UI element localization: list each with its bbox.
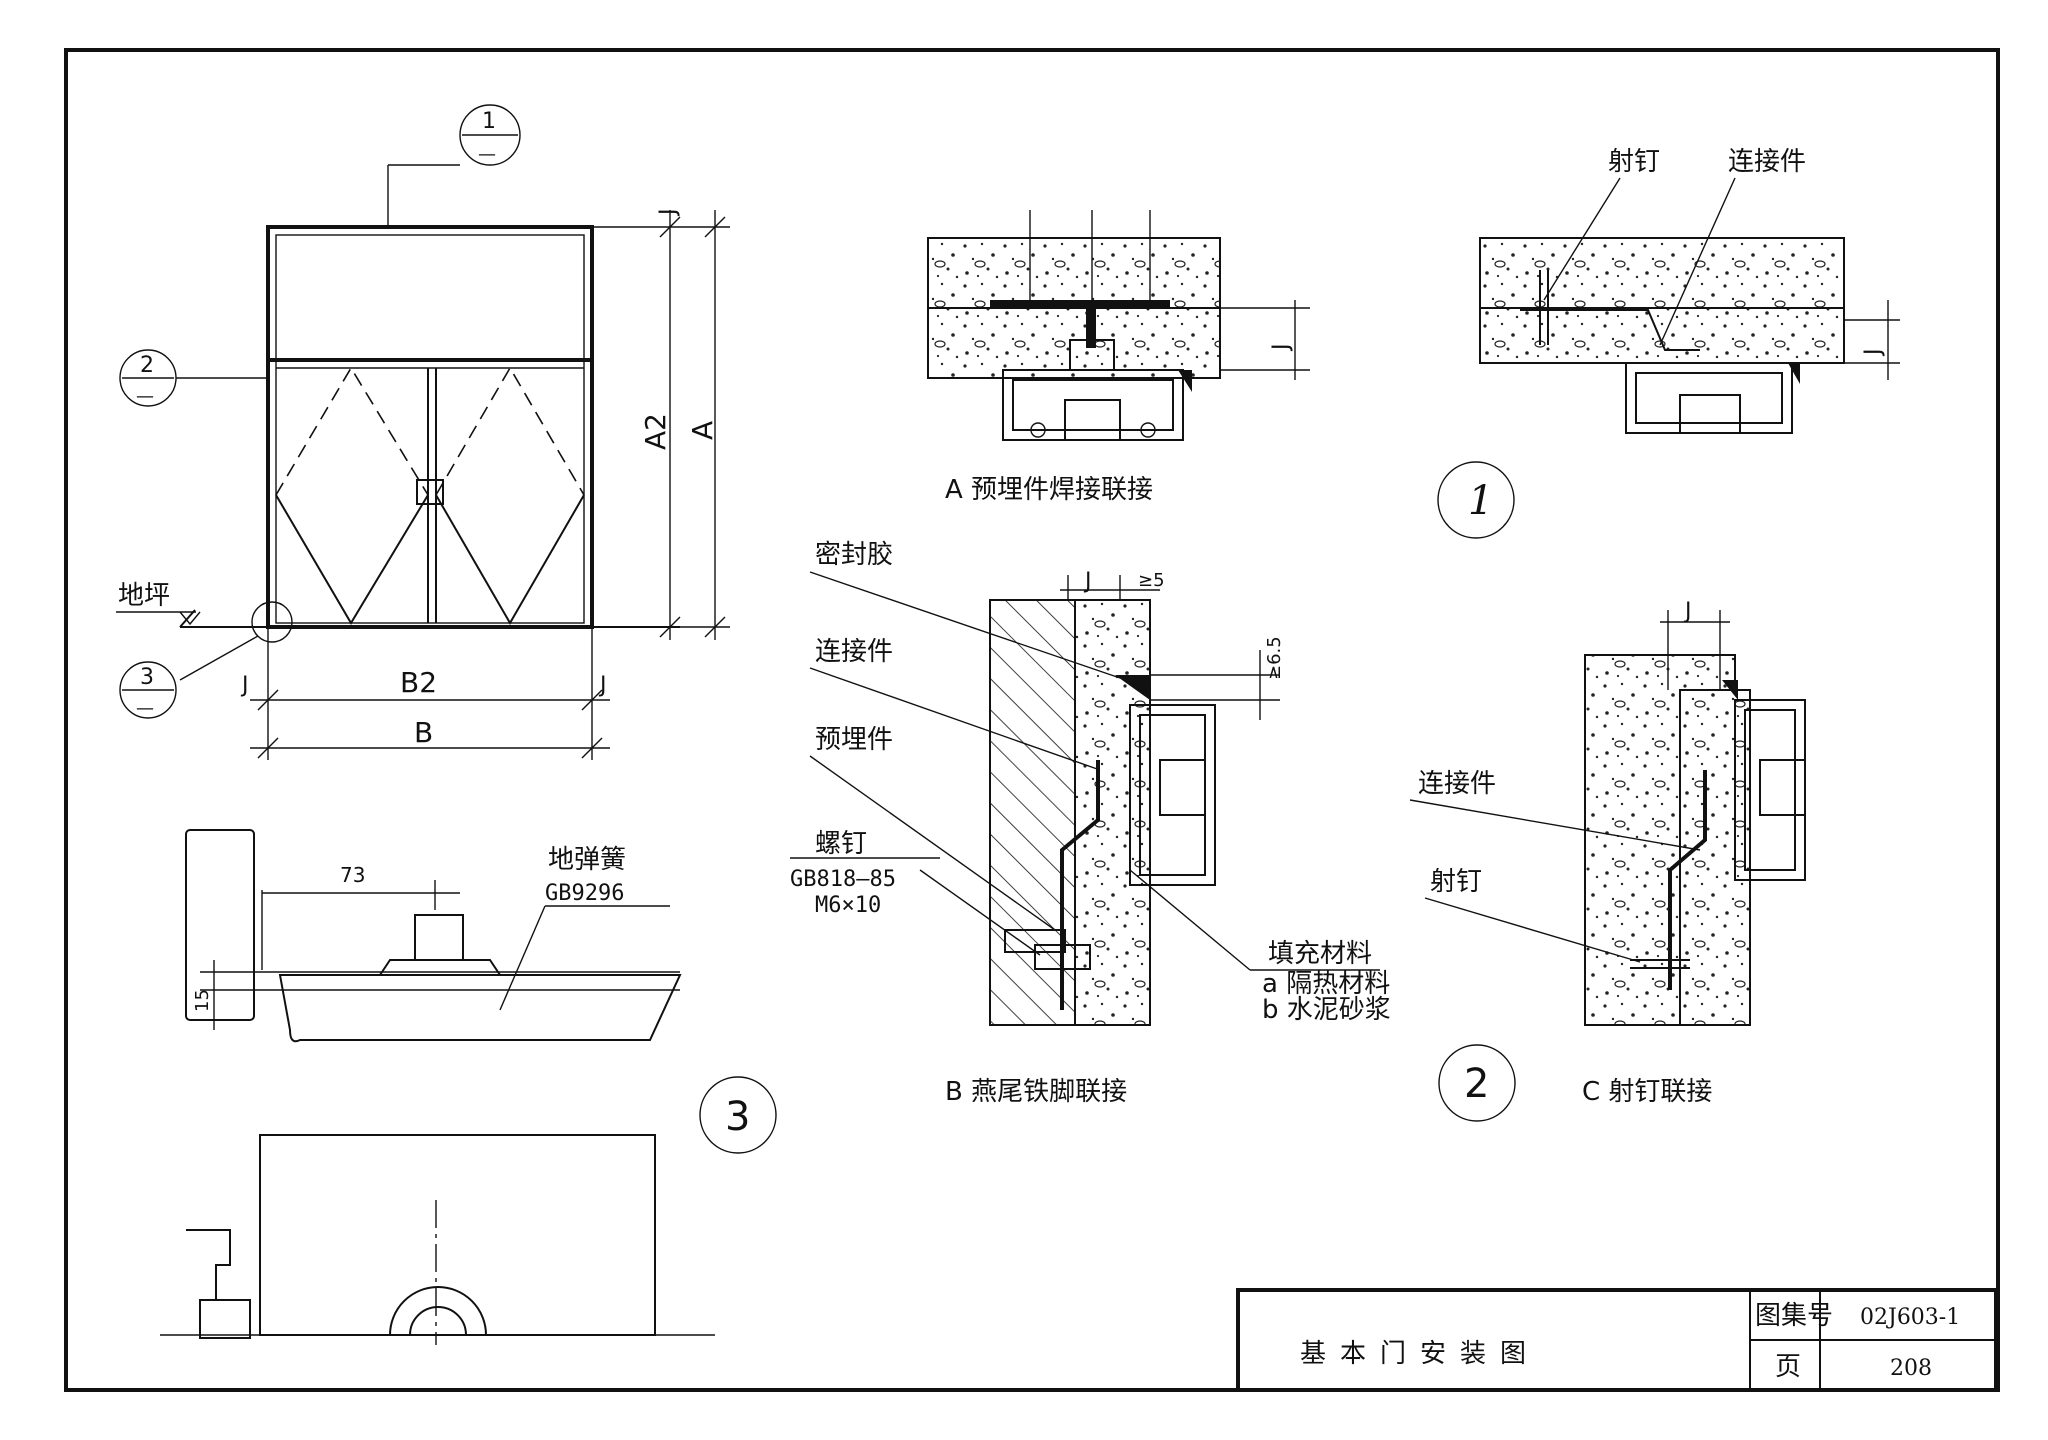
detail-3-floor-spring: 73 15 地弹簧 GB9296 3 (160, 829, 777, 1345)
detail-3-label-spring: 地弹簧 (548, 845, 626, 875)
detail-b-label-fill-b: b 水泥砂浆 (1262, 995, 1391, 1025)
dim-b-label: B (414, 716, 433, 749)
detail-b-label-fill: 填充材料 (1268, 939, 1372, 969)
dim-j-left-label: J (240, 673, 249, 698)
title-block-atlas-label: 图集号 (1755, 1301, 1833, 1331)
dim-j-top-label: J (656, 209, 681, 218)
detail-3-label-spring-std: GB9296 (545, 881, 624, 906)
detail-1-marker: 1 (1468, 478, 1493, 524)
title-block-atlas-no: 02J603-1 (1860, 1305, 1960, 1330)
callout-1-denominator: — (478, 144, 496, 165)
detail-1-shot-nail-head: J 射钉 连接件 1 (1437, 147, 1900, 539)
title-block-title: 基本门安装图 (1300, 1339, 1540, 1369)
detail-a-welded: J A 预埋件焊接联接 (927, 210, 1310, 505)
detail-1-dim-j: J (1861, 349, 1886, 358)
detail-b-label-screw-size: M6×10 (815, 893, 881, 918)
detail-1-label-shot-nail: 射钉 (1608, 147, 1660, 177)
detail-c-shot-nail: J 连接件 射钉 2 C 射钉联接 (1409, 599, 1806, 1122)
floor-label: 地坪 (118, 581, 170, 611)
detail-b-dim-j: J (1083, 569, 1092, 594)
title-block-page-no: 208 (1890, 1356, 1932, 1381)
callout-2-number: 2 (140, 353, 154, 378)
detail-b-dim-5: ≥5 (1138, 570, 1165, 591)
detail-3-marker: 3 (725, 1094, 750, 1140)
sheet-border (64, 48, 2000, 1392)
detail-b-label-embedded: 预埋件 (815, 725, 893, 755)
title-block: 基本门安装图 图集号 02J603-1 页 208 (1236, 1288, 1998, 1392)
detail-b-label-screw: 螺钉 (815, 829, 867, 859)
door-elevation: A2 A J B2 B J J 地坪 1 — 2 — 3 (116, 104, 730, 760)
detail-b-dovetail: J ≥5 ≥6.5 密封胶 连接件 预埋件 螺钉 GB818—85 M6×10 … (790, 540, 1391, 1107)
detail-c-caption: C 射钉联接 (1582, 1077, 1712, 1107)
callout-1-number: 1 (482, 109, 496, 134)
detail-b-dim-65: ≥6.5 (1264, 636, 1285, 680)
dim-j-right-label: J (598, 673, 607, 698)
detail-b-label-sealant: 密封胶 (815, 540, 893, 570)
detail-3-dim-15: 15 (192, 989, 213, 1012)
detail-b-caption: B 燕尾铁脚联接 (945, 1077, 1127, 1107)
dim-a-label: A (686, 421, 719, 440)
detail-a-dim-j: J (1269, 344, 1294, 353)
detail-c-marker: 2 (1464, 1061, 1489, 1107)
detail-c-label-connector: 连接件 (1418, 769, 1496, 799)
detail-b-label-fill-a: a 隔热材料 (1262, 969, 1390, 999)
callout-3-number: 3 (140, 665, 154, 690)
detail-a-caption: A 预埋件焊接联接 (945, 475, 1153, 505)
title-block-page-label: 页 (1775, 1352, 1801, 1382)
callout-3-denominator: — (136, 698, 154, 719)
detail-c-dim-j: J (1683, 599, 1692, 624)
detail-c-label-shot-nail: 射钉 (1430, 867, 1482, 897)
detail-1-label-connector: 连接件 (1728, 147, 1806, 177)
dim-b2-label: B2 (400, 666, 437, 699)
detail-3-dim-73: 73 (340, 863, 365, 887)
detail-b-label-connector: 连接件 (815, 637, 893, 667)
detail-b-label-screw-std: GB818—85 (790, 867, 896, 892)
dim-a2-label: A2 (639, 413, 672, 450)
callout-2-denominator: — (136, 386, 154, 407)
